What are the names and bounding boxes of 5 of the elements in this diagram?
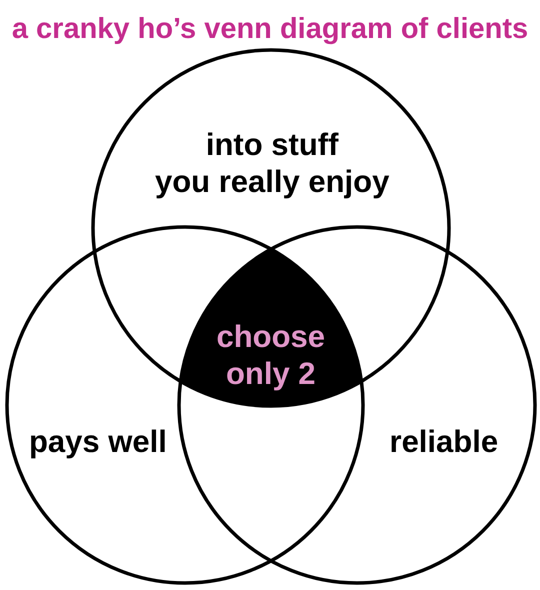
set-label: reliable <box>390 422 498 460</box>
region-label: choose only 2 <box>216 318 326 392</box>
title: a cranky ho’s venn diagram of clients <box>12 12 528 46</box>
set-label: into stuff you really enjoy <box>155 126 390 200</box>
set-label: pays well <box>29 422 167 460</box>
